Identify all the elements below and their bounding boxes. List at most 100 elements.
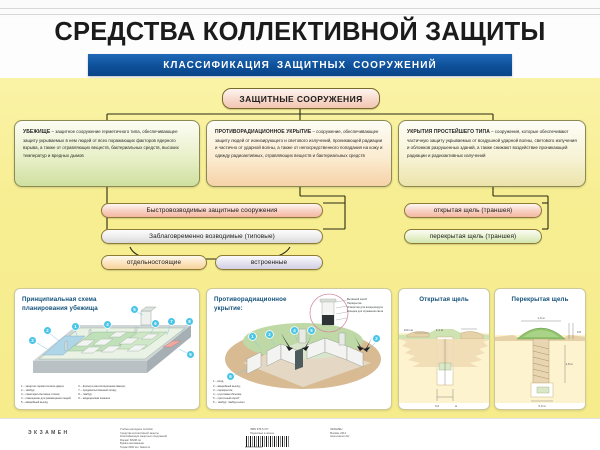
definition-card-antiradiation: ПРОТИВОРАДИАЦИОННОЕ УКРЫТИЕ – сооружение… — [206, 120, 392, 187]
callout-4: 4 — [104, 321, 111, 328]
definition-dash-simple: – — [489, 129, 495, 134]
panel-antiradiation-shelter: Противорадиационное укрытие: — [206, 288, 392, 410]
definition-text-simple: сооружения, которые обеспечивают частичн… — [407, 129, 577, 158]
svg-text:0,8: 0,8 — [577, 330, 582, 334]
callout-4: 4 — [291, 327, 298, 334]
legend-item: 5 – приточный короб; — [213, 396, 240, 400]
legend-item: 9 – медицинская комната — [78, 396, 111, 400]
page-title: СРЕДСТВА КОЛЛЕКТИВНОЙ ЗАЩИТЫ — [54, 18, 546, 46]
svg-text:0,6 м: 0,6 м — [538, 404, 545, 408]
legend-item: 1 – защитно-герметические двери; — [21, 384, 65, 388]
footer: ЭКЗАМЕН Учебно-наглядное пособие Средств… — [0, 418, 600, 450]
pill-builtin-label: встроенные — [250, 259, 288, 266]
legend-item: 8 – тамбур; — [78, 392, 93, 396]
legend-item: 2 – тамбур; — [21, 388, 36, 392]
legend-item: 6 – фильтро-вентиляционная камера; — [78, 384, 126, 388]
legend-item: 7 – продовольственный склад; — [78, 388, 117, 392]
panel-shelter-plan-title-line1: Принципиальная схема — [22, 296, 97, 303]
panel-shelter-plan-title: Принципиальная схема планирования убежищ… — [22, 296, 98, 313]
callout-8: 8 — [186, 318, 193, 325]
pill-open-trench: открытая щель (траншея) — [404, 203, 542, 218]
panel-antiradiation-illustration — [225, 293, 381, 389]
legend-column-right: 6 – фильтро-вентиляционная камера; 7 – п… — [78, 385, 125, 405]
definition-text-shelter: защитное сооружение герметичного типа, о… — [23, 129, 179, 158]
definition-dash-shelter: – — [50, 129, 56, 134]
top-rule-1 — [0, 8, 600, 9]
pill-freestanding-label: отдельностоящие — [126, 259, 182, 266]
svg-text:1,6 м: 1,6 м — [537, 316, 544, 320]
barcode-caption: 9785377000000 — [245, 446, 263, 449]
legend-item: 6 – тамбур; тамбур-шлюз — [213, 400, 245, 404]
definition-card-shelter: УБЕЖИЩЕ – защитное сооружение герметично… — [14, 120, 200, 187]
callout-2b: 2 — [373, 335, 380, 342]
inset-label: Вытяжной короб — [347, 298, 367, 301]
svg-text:1,1 м: 1,1 м — [436, 328, 443, 332]
svg-text:100 см: 100 см — [404, 328, 413, 332]
pill-preplanned-label: Заблаговременно возводимые (типовые) — [149, 233, 275, 240]
panel-antiradiation-title: Противорадиационное укрытие: — [214, 296, 287, 313]
pill-preplanned: Заблаговременно возводимые (типовые) — [101, 229, 323, 244]
callout-9: 9 — [187, 351, 194, 358]
inset-label: Козырек для отражения света — [347, 310, 384, 313]
legend-item: 4 – помещение для размещения людей; — [21, 396, 72, 400]
publisher-logo: ЭКЗАМЕН — [28, 430, 70, 436]
panel-antiradiation-inset-labels: Вытяжной короб Перекрытие Отверстие для … — [347, 298, 383, 314]
panel-shelter-plan-title-line2: планирования убежища — [22, 304, 98, 312]
svg-text:1,8 м: 1,8 м — [565, 362, 572, 366]
panel-covered-trench: Перекрытая щель — [494, 288, 586, 410]
legend-item: 2 – аварийный выход; — [213, 384, 241, 388]
pill-open-trench-label: открытая щель (траншея) — [433, 207, 513, 214]
callout-5: 5 — [308, 327, 315, 334]
legend-item: 1 – вход; — [213, 380, 224, 384]
legend-column-left: 1 – вход; 2 – аварийный выход; 3 – перек… — [213, 380, 244, 405]
top-rule-2 — [0, 14, 600, 15]
callout-2: 2 — [44, 327, 51, 334]
definition-term-shelter: УБЕЖИЩЕ — [23, 129, 51, 135]
root-node: ЗАЩИТНЫЕ СООРУЖЕНИЯ — [222, 88, 380, 109]
panel-covered-trench-illustration: 1,6 м 0,8 1,8 м 0,6 м — [495, 309, 585, 408]
inset-label: Отверстие для входа воздуха — [347, 306, 383, 309]
pill-freestanding: отдельностоящие — [101, 255, 207, 270]
callout-5: 5 — [131, 306, 138, 313]
definition-card-simple: УКРЫТИЯ ПРОСТЕЙШЕГО ТИПА – сооружения, к… — [398, 120, 586, 187]
panel-covered-trench-title: Перекрытая щель — [511, 296, 569, 303]
svg-text:м: м — [455, 404, 457, 408]
panel-antiradiation-title-line2: укрытие: — [214, 304, 243, 312]
footer-rule — [0, 418, 600, 419]
callout-3: 3 — [29, 337, 36, 344]
footer-imprint-block: Учебно-наглядное пособие Средства коллек… — [120, 428, 167, 449]
panel-shelter-plan: Принципиальная схема планирования убежищ… — [14, 288, 200, 410]
legend-item: 3 – перекрытие; — [213, 388, 233, 392]
footer-publisher-block: ЭКЗАМЕН Москва, 2014 www.examen.biz — [330, 428, 350, 439]
callout-1: 1 — [249, 333, 256, 340]
svg-text:0,6: 0,6 — [435, 404, 440, 408]
pill-fast-built: Быстровозводимые защитные сооружения — [101, 203, 323, 218]
callout-1: 1 — [72, 323, 79, 330]
pill-builtin: встроенные — [215, 255, 323, 270]
pill-fast-built-label: Быстровозводимые защитные сооружения — [146, 207, 278, 214]
top-band — [0, 0, 600, 18]
legend-column-left: 1 – защитно-герметические двери; 2 – там… — [21, 385, 71, 405]
legend-item: 3 – санитарно-бытовые отсеки; — [21, 392, 61, 396]
callout-6: 6 — [152, 320, 159, 327]
panel-open-trench-title: Открытая щель — [419, 296, 469, 303]
definition-text-antiradiation: сооружение, обеспечивающее защиту людей … — [215, 129, 383, 158]
inset-label: Перекрытие — [347, 302, 362, 305]
legend-item: 4 – грунтовая обсыпка; — [213, 392, 242, 396]
definition-term-simple: УКРЫТИЯ ПРОСТЕЙШЕГО ТИПА — [407, 129, 490, 135]
panel-shelter-plan-legend: 1 – защитно-герметические двери; 2 – там… — [21, 385, 193, 405]
subtitle-text: КЛАССИФИКАЦИЯ ЗАЩИТНЫХ СООРУЖЕНИЙ — [163, 59, 437, 71]
subtitle-bar: КЛАССИФИКАЦИЯ ЗАЩИТНЫХ СООРУЖЕНИЙ — [88, 54, 512, 76]
callout-7: 7 — [168, 318, 175, 325]
definition-dash-antiradiation: – — [311, 129, 317, 134]
pill-covered-trench-label: перекрытая щель (траншея) — [429, 233, 517, 240]
definition-term-antiradiation: ПРОТИВОРАДИАЦИОННОЕ УКРЫТИЕ — [215, 129, 312, 135]
callout-6: 6 — [227, 373, 234, 380]
root-node-label: ЗАЩИТНЫЕ СООРУЖЕНИЯ — [239, 93, 363, 104]
panel-antiradiation-legend: 1 – вход; 2 – аварийный выход; 3 – перек… — [213, 380, 385, 405]
panel-antiradiation-title-line1: Противорадиационное — [214, 296, 287, 303]
pill-covered-trench: перекрытая щель (траншея) — [404, 229, 542, 244]
barcode — [245, 435, 291, 448]
panel-open-trench-illustration: 1,1 м 100 см 0,6 м — [399, 309, 489, 408]
